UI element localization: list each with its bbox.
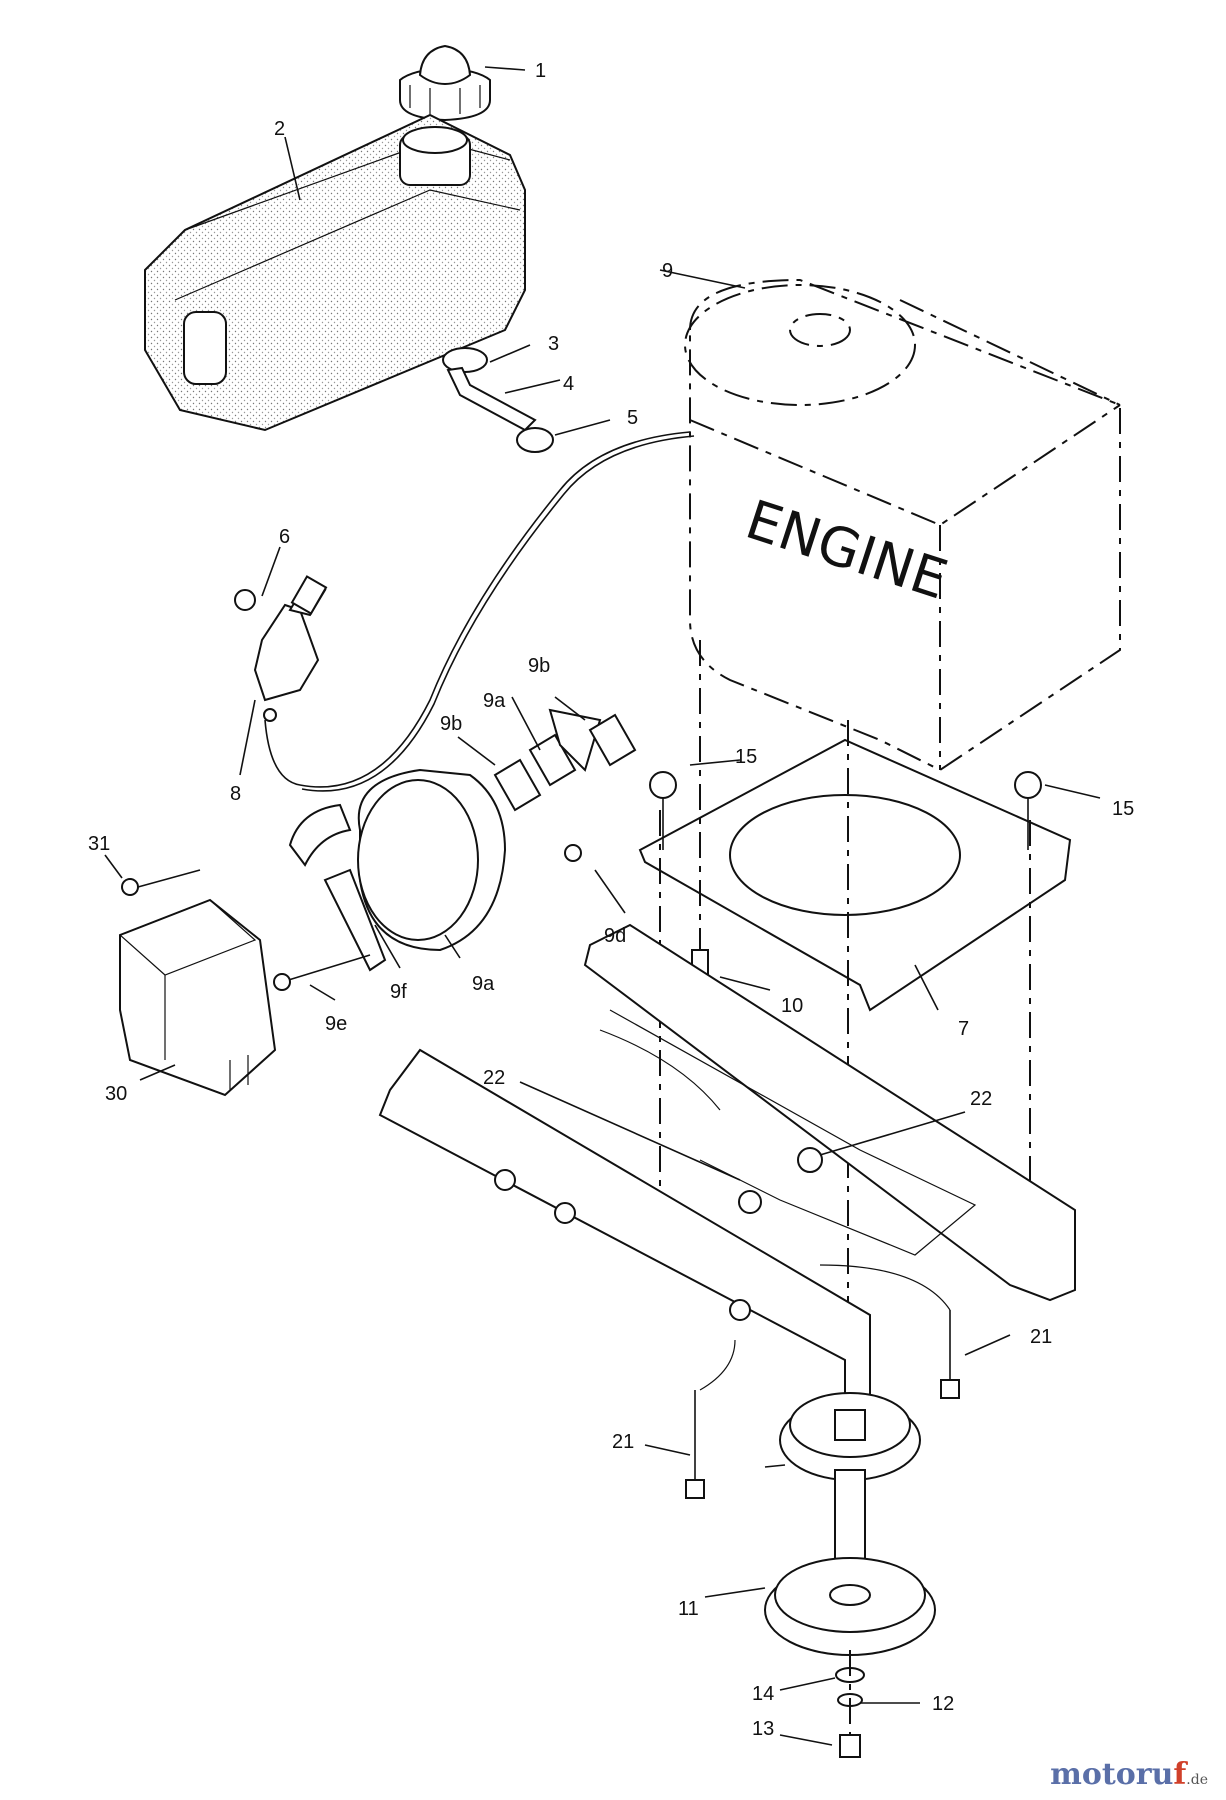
- callout-1: 1: [535, 60, 546, 82]
- watermark-accent: f: [1173, 1757, 1187, 1792]
- callout-31: 31: [88, 833, 110, 855]
- fuel-cap: [399, 44, 491, 122]
- callout-15-left: 15: [735, 746, 757, 768]
- engine-mount-plate: [638, 738, 1072, 1012]
- callout-9a-top: 9a: [483, 690, 506, 712]
- fuel-tank: [144, 113, 526, 432]
- bolt-21-left: [685, 1390, 705, 1499]
- bolt-15-right: [1014, 771, 1042, 850]
- callout-9d: 9d: [604, 925, 626, 947]
- callout-6: 6: [279, 526, 290, 548]
- callout-13: 13: [752, 1718, 774, 1740]
- callout-9a-bottom: 9a: [472, 973, 495, 995]
- callout-22-left: 22: [483, 1067, 505, 1089]
- engine-label: ENGINE: [739, 488, 955, 612]
- muffler-assembly: [273, 708, 637, 991]
- watermark-logo: motoruf.de: [1050, 1757, 1208, 1792]
- callout-21-left: 21: [612, 1431, 634, 1453]
- pulley-upper: [779, 1392, 921, 1481]
- callout-21-right: 21: [1030, 1326, 1052, 1348]
- leader-lines: [104, 66, 1101, 1746]
- washer-and-bolt: [835, 1650, 865, 1758]
- callout-5: 5: [627, 407, 638, 429]
- watermark-suffix: .de: [1186, 1772, 1208, 1788]
- throttle-cable: [264, 431, 691, 788]
- heat-shield: [118, 869, 277, 1097]
- callout-9: 9: [662, 260, 673, 282]
- engine-outline: [684, 278, 1121, 772]
- bolt-21-right: [940, 1310, 960, 1399]
- callout-7: 7: [958, 1018, 969, 1040]
- callout-labels: 1 2 3 4 5 6 7 8 9 9b 9b 9a 9a 9d 9f 9e 1…: [88, 60, 1134, 1740]
- callout-15-right: 15: [1112, 798, 1134, 820]
- callout-2: 2: [274, 118, 285, 140]
- callout-9b-top: 9b: [528, 655, 550, 677]
- callout-8: 8: [230, 783, 241, 805]
- callout-9f: 9f: [390, 981, 407, 1003]
- fuel-hose-assembly: [442, 347, 554, 453]
- frame-rails: [378, 923, 1076, 1401]
- callout-9b-left: 9b: [440, 713, 462, 735]
- watermark-main: motoru: [1050, 1757, 1174, 1792]
- callout-12: 12: [932, 1693, 954, 1715]
- throttle-control: [234, 575, 328, 722]
- bolt-15-left: [649, 771, 677, 850]
- callout-30: 30: [105, 1083, 127, 1105]
- callout-14: 14: [752, 1683, 774, 1705]
- callout-11: 11: [678, 1598, 699, 1620]
- callout-9e: 9e: [325, 1013, 347, 1035]
- callout-3: 3: [548, 333, 559, 355]
- callout-10: 10: [781, 995, 803, 1017]
- callout-22-right: 22: [970, 1088, 992, 1110]
- pulley-lower: [764, 1469, 936, 1656]
- callout-4: 4: [563, 373, 574, 395]
